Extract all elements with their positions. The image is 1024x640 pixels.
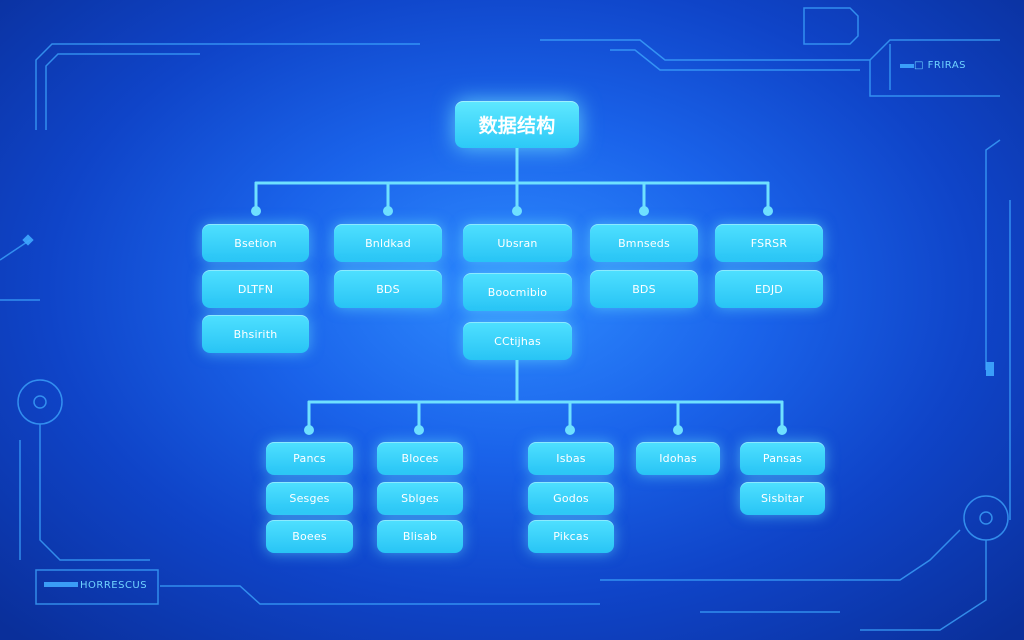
upper-c3-node-1[interactable]: Ubsran	[463, 224, 572, 262]
upper-c2-node-2[interactable]: BDS	[334, 270, 442, 308]
lower-d2-node-1[interactable]: Bloces	[377, 442, 463, 475]
lower-d1-node-1[interactable]: Pancs	[266, 442, 353, 475]
lower-d5-node-1[interactable]: Pansas	[740, 442, 825, 475]
lower-d5-node-2[interactable]: Sisbitar	[740, 482, 825, 515]
upper-c1-node-1[interactable]: Bsetion	[202, 224, 309, 262]
connector-dot	[565, 425, 575, 435]
upper-c3-node-2[interactable]: Boocmibio	[463, 273, 572, 311]
top-right-deco-label: □ FRIRAS	[914, 60, 967, 71]
lower-d1-node-3[interactable]: Boees	[266, 520, 353, 553]
lower-d1-node-2[interactable]: Sesges	[266, 482, 353, 515]
connector-dot	[673, 425, 683, 435]
connector-dot	[414, 425, 424, 435]
upper-c1-node-2[interactable]: DLTFN	[202, 270, 309, 308]
upper-c1-node-3[interactable]: Bhsirith	[202, 315, 309, 353]
lower-d3-node-2[interactable]: Godos	[528, 482, 614, 515]
upper-c4-node-2[interactable]: BDS	[590, 270, 698, 308]
upper-c2-node-1[interactable]: Bnldkad	[334, 224, 442, 262]
bottom-left-deco-label: HORRESCUS	[80, 580, 148, 591]
upper-c5-node-2[interactable]: EDJD	[715, 270, 823, 308]
connector-dot	[383, 206, 393, 216]
connector-dot	[763, 206, 773, 216]
lower-d2-node-3[interactable]: Blisab	[377, 520, 463, 553]
root-node[interactable]: 数据结构	[455, 101, 579, 148]
lower-d3-node-3[interactable]: Pikcas	[528, 520, 614, 553]
connector-dot	[304, 425, 314, 435]
upper-c4-node-1[interactable]: Bmnseds	[590, 224, 698, 262]
connector-dot	[251, 206, 261, 216]
lower-d4-node-1[interactable]: Idohas	[636, 442, 720, 475]
connector-dot	[777, 425, 787, 435]
lower-d2-node-2[interactable]: Sblges	[377, 482, 463, 515]
upper-c5-node-1[interactable]: FSRSR	[715, 224, 823, 262]
upper-c3-node-3[interactable]: CCtijhas	[463, 322, 572, 360]
connector-dot	[639, 206, 649, 216]
connector-dot	[512, 206, 522, 216]
lower-d3-node-1[interactable]: Isbas	[528, 442, 614, 475]
